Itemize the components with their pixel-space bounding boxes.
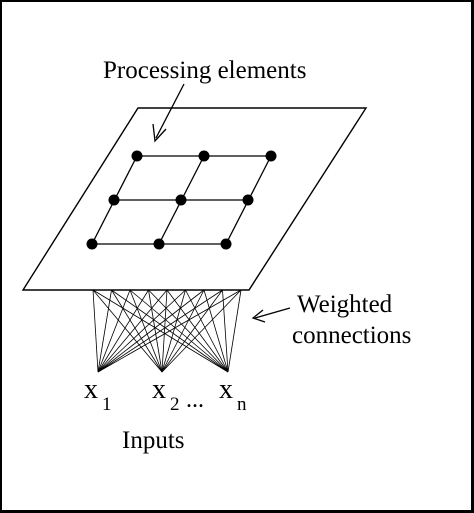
- connection-line: [161, 289, 242, 373]
- input-xn-var: x: [219, 374, 233, 405]
- input-x2-var: x: [152, 374, 166, 405]
- connection-line: [227, 289, 242, 373]
- connection-line: [161, 289, 205, 373]
- connection-line: [222, 289, 229, 373]
- connection-line: [111, 289, 229, 373]
- weighted-connections: [92, 289, 242, 373]
- connection-line: [111, 289, 163, 373]
- connection-line: [97, 289, 112, 373]
- weighted-label-line2: connections: [292, 322, 412, 349]
- weighted-label-line1: Weighted: [297, 291, 393, 318]
- inputs-label: Inputs: [122, 427, 185, 454]
- processing-node: [242, 194, 254, 206]
- processing-nodes: [86, 150, 277, 250]
- connection-line: [185, 289, 229, 373]
- weighted-arrow: [254, 307, 291, 319]
- processing-node: [175, 194, 187, 206]
- processing-node: [108, 194, 120, 206]
- connection-line: [203, 289, 229, 373]
- ellipsis: ...: [186, 387, 204, 413]
- connection-line: [129, 289, 163, 373]
- weighted-label: Weighted: [297, 292, 392, 317]
- connection-line: [92, 289, 229, 373]
- connection-line: [97, 289, 149, 373]
- connections-label: connections: [292, 323, 411, 348]
- connection-line: [161, 289, 223, 373]
- input-x2-sub: 2: [170, 394, 180, 415]
- connection-line: [148, 289, 229, 373]
- processing-node: [131, 150, 143, 162]
- processing-elements-label: Processing elements: [103, 57, 307, 84]
- connection-line: [129, 289, 229, 373]
- processing-node: [220, 238, 232, 250]
- connection-line: [166, 289, 229, 373]
- weighted-arrowhead: [251, 309, 266, 323]
- processing-node: [265, 150, 277, 162]
- connection-line: [97, 289, 205, 373]
- connection-line: [92, 289, 163, 373]
- input-xn-sub: n: [237, 394, 247, 415]
- connection-line: [148, 289, 163, 373]
- processing-node: [153, 238, 165, 250]
- connection-line: [161, 289, 186, 373]
- processing-node: [86, 238, 98, 250]
- processing-arrowhead: [152, 123, 167, 143]
- connection-line: [161, 289, 168, 373]
- processing-arrow: [155, 83, 185, 139]
- connection-line: [97, 289, 131, 373]
- connection-line: [92, 289, 99, 373]
- input-x1-var: x: [84, 374, 98, 405]
- processing-node: [198, 150, 210, 162]
- connection-line: [97, 289, 168, 373]
- processing-plane: [21, 107, 368, 291]
- input-x1-sub: 1: [102, 394, 112, 415]
- connection-line: [97, 289, 186, 373]
